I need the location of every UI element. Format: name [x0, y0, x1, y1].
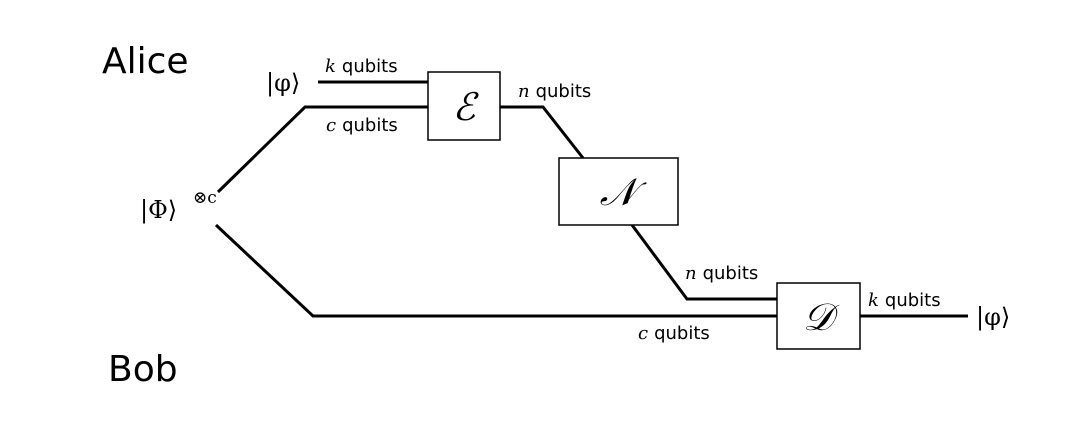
- channel-box: [558, 157, 679, 226]
- encoded-wire-unit: qubits: [536, 81, 592, 102]
- output-wire-unit: qubits: [885, 290, 941, 311]
- input-state-label: |φ⟩: [266, 69, 300, 98]
- encoder-symbol: ℰ: [452, 85, 479, 129]
- channel-gate: 𝒩: [558, 157, 679, 226]
- received-wire-unit: qubits: [703, 263, 759, 284]
- decoder-gate: 𝒟: [776, 282, 861, 350]
- decoder-box: [776, 282, 861, 350]
- output-wire-var: k: [868, 290, 879, 311]
- received-wire-var: n: [685, 263, 697, 284]
- alice-half-unit: qubits: [342, 115, 398, 136]
- input-wire-var: k: [325, 56, 336, 77]
- encoder-gate: ℰ: [427, 71, 501, 141]
- output-state-label: |φ⟩: [976, 303, 1010, 332]
- bob-label: Bob: [108, 349, 178, 390]
- encoded-wire-var: n: [518, 81, 530, 102]
- encoded-wire: [500, 105, 585, 159]
- alice-half-var: c: [326, 115, 336, 136]
- entangled-state-power: ⊗c: [193, 188, 217, 208]
- alice-label: Alice: [102, 41, 189, 82]
- bob-entangled-wire: [214, 223, 777, 318]
- received-wire: [630, 224, 777, 301]
- input-wire-unit: qubits: [342, 56, 398, 77]
- bob-half-var: c: [638, 323, 648, 344]
- encoder-box: [427, 71, 501, 141]
- bob-half-unit: qubits: [654, 323, 710, 344]
- entangled-state-label: |Φ⟩ ⊗c: [140, 188, 217, 225]
- alice-entangled-wire: [216, 105, 428, 194]
- entangled-state-ket: |Φ⟩: [140, 196, 177, 225]
